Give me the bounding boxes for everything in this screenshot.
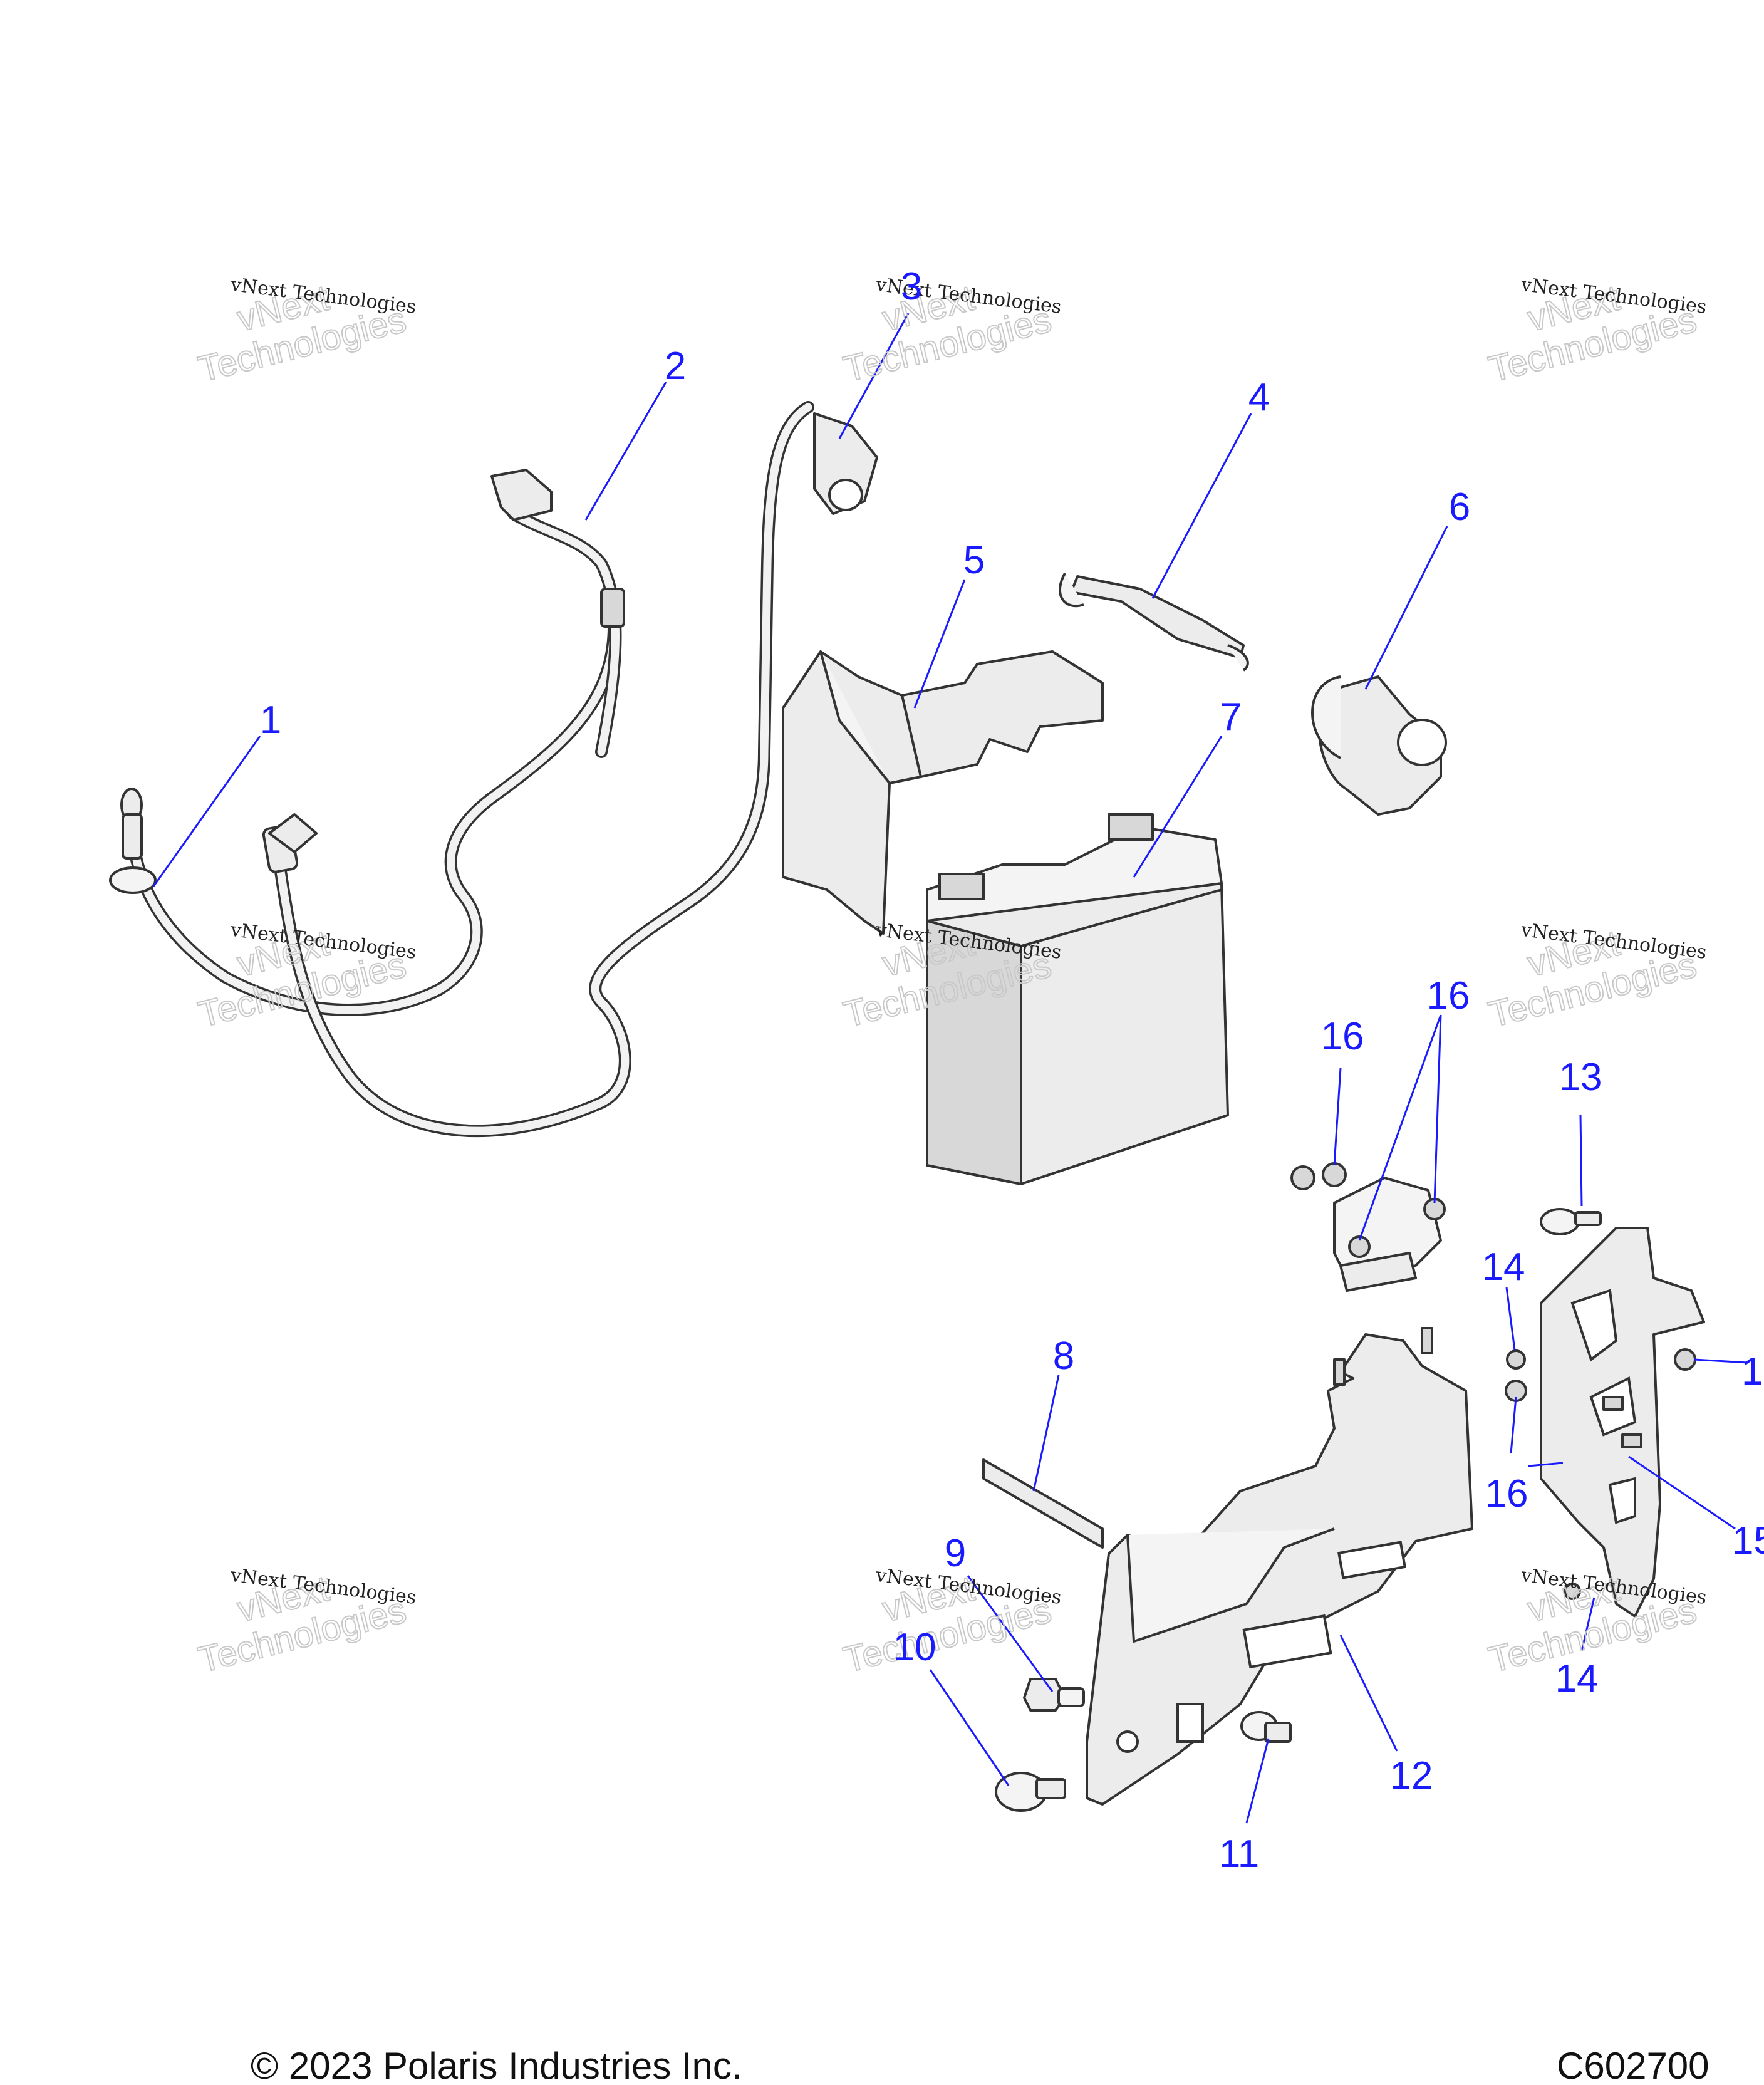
- leader-6: [1364, 526, 1448, 690]
- callout-1[interactable]: 1: [260, 699, 281, 742]
- watermark-top-left: vNext Technologies vNext Technologies: [194, 274, 417, 391]
- leader-11: [1245, 1738, 1270, 1824]
- leader-16d: [1510, 1396, 1517, 1454]
- callout-16c[interactable]: 16: [1485, 1472, 1528, 1516]
- callout-13[interactable]: 13: [1559, 1056, 1602, 1099]
- battery-cable-1: [109, 589, 620, 1016]
- callout-11[interactable]: 11: [1219, 1833, 1259, 1876]
- callout-15[interactable]: 15: [1732, 1519, 1764, 1562]
- watermark-top-center: vNext Technologies vNext Technologies: [839, 274, 1062, 391]
- callout-14a[interactable]: 14: [1482, 1245, 1525, 1289]
- callout-14b[interactable]: 14: [1555, 1657, 1599, 1700]
- footer: © 2023 Polaris Industries Inc. C602700: [251, 2045, 1710, 2085]
- leader-16c: [1433, 1014, 1442, 1204]
- callout-7[interactable]: 7: [1220, 695, 1242, 739]
- drawing-number: C602700: [1557, 2045, 1710, 2085]
- callout-3[interactable]: 3: [901, 265, 922, 308]
- battery-cable-2-upper: [490, 469, 625, 758]
- leader-7: [1133, 736, 1223, 878]
- leader-16e: [1528, 1462, 1564, 1467]
- leader-4: [1151, 413, 1252, 599]
- solenoid: [1290, 1162, 1446, 1292]
- callout-4[interactable]: 4: [1248, 376, 1270, 419]
- callout-labels: 1 2 3 4 5 6 7 8 9 10 11 12 13 14 14 15 1…: [260, 265, 1764, 1876]
- callout-10[interactable]: 10: [893, 1626, 936, 1669]
- battery-tray-12: [1086, 1327, 1473, 1806]
- battery-cable-2: [262, 401, 814, 1138]
- watermark-mid-right: vNext Technologies vNext Technologies: [1484, 919, 1708, 1036]
- leader-10: [929, 1669, 1010, 1786]
- leader-lines: [152, 313, 1748, 1824]
- leader-16f: [1694, 1358, 1748, 1364]
- leader-12: [1339, 1635, 1398, 1752]
- leader-8: [1032, 1375, 1060, 1492]
- leader-14a: [1505, 1287, 1516, 1351]
- copyright-notice: © 2023 Polaris Industries Inc.: [251, 2045, 742, 2085]
- battery-strap-4: [1058, 573, 1249, 672]
- leader-15: [1628, 1455, 1736, 1530]
- battery-cover-5: [782, 650, 1104, 935]
- watermark-top-right: vNext Technologies vNext Technologies: [1484, 274, 1708, 391]
- watermark-bottom-left: vNext Technologies vNext Technologies: [194, 1564, 417, 1682]
- leader-3: [838, 313, 910, 439]
- callout-5[interactable]: 5: [963, 539, 985, 582]
- leader-16a: [1333, 1068, 1342, 1166]
- leader-2: [584, 382, 667, 521]
- terminal-boot-3: [813, 412, 878, 515]
- callout-16a[interactable]: 16: [1321, 1015, 1364, 1058]
- leader-1: [152, 736, 261, 887]
- callout-2[interactable]: 2: [665, 345, 686, 388]
- terminal-boot-6: [1311, 675, 1447, 816]
- callout-8[interactable]: 8: [1053, 1334, 1074, 1378]
- side-bracket-15: [1540, 1227, 1705, 1618]
- leader-16b: [1358, 1014, 1442, 1241]
- clamp-11: [1240, 1711, 1292, 1743]
- leader-5: [913, 579, 966, 709]
- watermark-bottom-center: vNext Technologies vNext Technologies: [839, 1564, 1062, 1682]
- bolt-9: [1023, 1678, 1085, 1712]
- eyelet-13: [1540, 1208, 1602, 1235]
- leader-13: [1579, 1115, 1583, 1207]
- callout-12[interactable]: 12: [1390, 1754, 1433, 1797]
- callout-6[interactable]: 6: [1449, 486, 1470, 529]
- leader-9: [967, 1575, 1054, 1692]
- callout-16b[interactable]: 16: [1427, 974, 1470, 1017]
- leader-14b: [1580, 1597, 1595, 1651]
- callout-16d[interactable]: 16: [1741, 1350, 1764, 1393]
- callout-9[interactable]: 9: [945, 1532, 966, 1575]
- rod-8: [982, 1458, 1104, 1549]
- battery-7: [926, 813, 1229, 1185]
- clamp-10: [995, 1772, 1066, 1812]
